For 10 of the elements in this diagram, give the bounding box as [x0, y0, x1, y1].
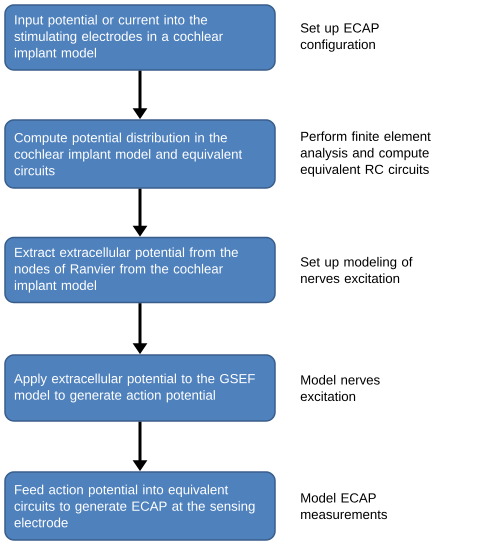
step-description: Set up modeling of nerves excitation [300, 256, 412, 284]
process-box: Compute potential distribution in the cochlear implant model and equivalent circuits [4, 119, 276, 189]
step-description: Model nerves excitation [300, 374, 380, 402]
process-box: Apply extracellular potential to the GSEF model to generate action potential [4, 354, 276, 422]
step-description: Perform finite element analysis and compute equivalent RC circuits [300, 131, 431, 177]
process-box: Feed action potential into equivalent circuits to generate ECAP at the sensing electrode [4, 471, 276, 541]
step-description: Set up ECAP configuration [300, 23, 379, 52]
process-box: Extract extracellular potential from the nodes of Ranvier from the cochlear implant model [4, 236, 276, 304]
process-box: Input potential or current into the stimulating electrodes in a cochlear implant model [4, 4, 276, 71]
step-description: Model ECAP measurements [301, 492, 388, 520]
